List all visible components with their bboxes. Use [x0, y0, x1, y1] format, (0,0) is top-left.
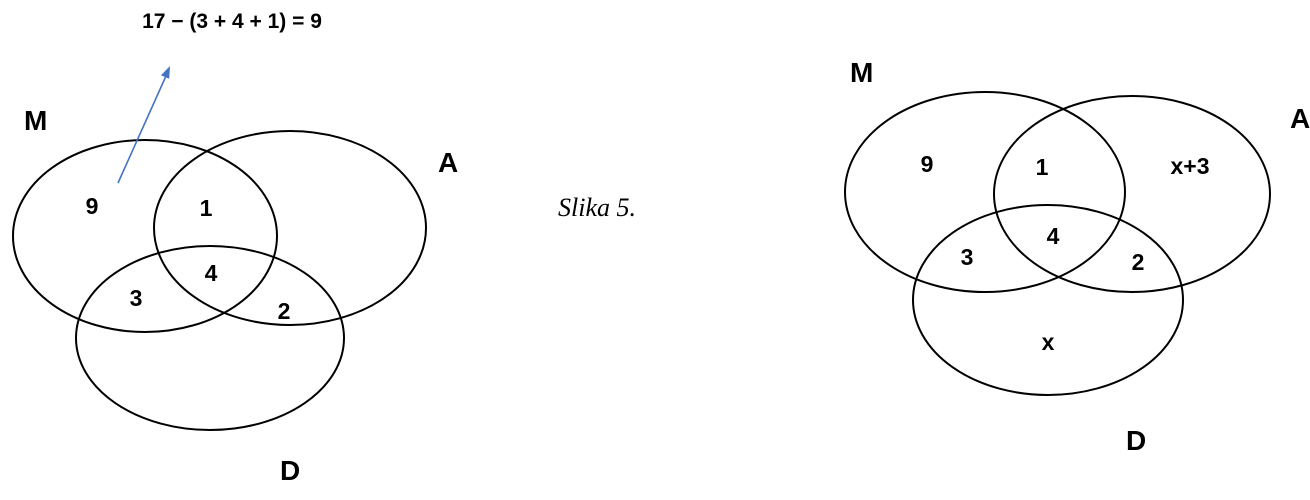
left-region-m-a: 1 — [200, 195, 213, 221]
left-venn-diagram: 17 − (3 + 4 + 1) = 9 M A D 9 1 4 3 2 — [12, 10, 458, 486]
formula-arrow-head-icon — [161, 66, 170, 79]
right-circle-m — [844, 91, 1126, 293]
figure-caption: Slika 5. — [558, 193, 636, 222]
right-region-m-a: 1 — [1036, 154, 1049, 180]
right-set-label-m: M — [850, 57, 873, 88]
left-circle-a — [153, 130, 427, 326]
left-circle-d — [75, 245, 345, 431]
right-venn-diagram: M A D 9 1 x+3 4 3 2 x — [844, 57, 1310, 456]
right-region-m-only: 9 — [921, 151, 934, 177]
right-region-d-only: x — [1042, 329, 1055, 355]
formula-arrow-line — [117, 75, 167, 184]
right-region-m-d: 3 — [961, 244, 974, 270]
right-region-a-d: 2 — [1132, 249, 1145, 275]
right-circle-d — [912, 204, 1184, 396]
right-set-label-a: A — [1290, 103, 1310, 134]
left-region-center: 4 — [205, 260, 218, 286]
left-set-label-m: M — [24, 105, 47, 136]
left-set-label-a: A — [438, 147, 458, 178]
left-region-m-d: 3 — [130, 285, 143, 311]
right-region-a-only: x+3 — [1170, 153, 1209, 179]
right-circle-a — [993, 95, 1271, 293]
left-formula: 17 − (3 + 4 + 1) = 9 — [142, 10, 322, 33]
right-region-center: 4 — [1047, 223, 1060, 249]
right-set-label-d: D — [1126, 425, 1146, 456]
left-region-a-d: 2 — [278, 298, 291, 324]
left-circle-m — [12, 139, 278, 333]
left-set-label-d: D — [280, 455, 300, 486]
left-region-m-only: 9 — [86, 193, 99, 219]
